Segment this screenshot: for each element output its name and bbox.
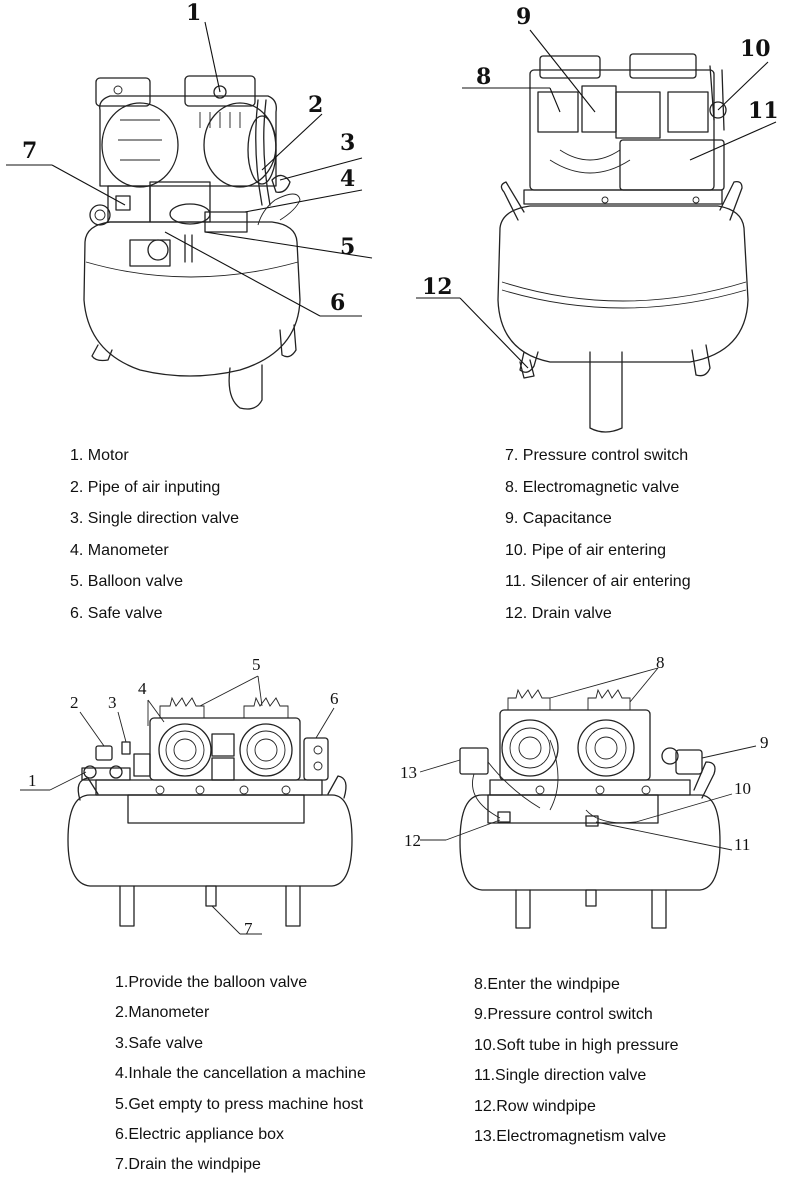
legend-item: 4. Manometer: [70, 541, 169, 559]
legend-item: 9. Capacitance: [505, 510, 612, 528]
legend-item: 10.Soft tube in high pressure: [474, 1036, 679, 1054]
legend-item: 5.Get empty to press machine host: [115, 1095, 364, 1113]
callout-1: 1: [28, 771, 37, 790]
callout-9: 9: [516, 4, 531, 30]
callout-6: 6: [330, 290, 345, 316]
callout-9: 9: [760, 733, 769, 752]
callout-13: 13: [400, 763, 417, 782]
legend-item: 8. Electromagnetic valve: [505, 478, 680, 496]
legend-item: 11. Silencer of air entering: [505, 573, 691, 591]
legend-item: 12. Drain valve: [505, 604, 612, 622]
callout-12: 12: [404, 831, 421, 850]
legend-item: 5. Balloon valve: [70, 573, 183, 591]
callout-lines: [20, 675, 335, 935]
legend-item: 2. Pipe of air inputing: [70, 478, 221, 496]
callout-4: 4: [138, 679, 147, 698]
callout-10: 10: [734, 779, 751, 798]
legend-item: 13.Electromagnetism valve: [474, 1127, 667, 1145]
legend-item: 6.Electric appliance box: [115, 1125, 284, 1143]
callout-10: 10: [740, 36, 771, 62]
compressor-drawing: [67, 696, 353, 927]
legend-item: 1.Provide the balloon valve: [115, 974, 308, 991]
callout-12: 12: [422, 274, 453, 300]
callout-5: 5: [340, 234, 355, 260]
callout-7: 7: [244, 919, 253, 938]
callout-4: 4: [340, 166, 355, 192]
top-left-compressor-diagram: 1 2 3 4 5 6 7: [6, 0, 373, 410]
callout-7: 7: [22, 138, 37, 164]
legend-item: 3. Single direction valve: [70, 510, 239, 528]
legend-item: 3.Safe valve: [115, 1034, 204, 1052]
callout-11: 11: [748, 98, 779, 124]
legend-bottom-right: 8.Enter the windpipe 9.Pressure control …: [474, 970, 679, 1152]
callout-1: 1: [186, 0, 201, 26]
legend-item: 8.Enter the windpipe: [474, 976, 620, 993]
legend-item: 10. Pipe of air entering: [505, 541, 666, 559]
legend-item: 7. Pressure control switch: [505, 447, 689, 464]
legend-item: 12.Row windpipe: [474, 1097, 596, 1115]
callout-2: 2: [70, 693, 79, 712]
legend-bottom-left: 1.Provide the balloon valve 2.Manometer …: [115, 968, 366, 1181]
bottom-right-compressor-diagram: 8 9 10 11 12 13: [400, 653, 769, 929]
legend-item: 6. Safe valve: [70, 604, 163, 622]
legend-item: 7.Drain the windpipe: [115, 1156, 261, 1174]
legend-top-right: 7. Pressure control switch 8. Electromag…: [505, 440, 691, 630]
callout-8: 8: [656, 653, 665, 672]
legend-item: 9.Pressure control switch: [474, 1006, 653, 1024]
callout-8: 8: [476, 64, 491, 90]
callout-6: 6: [330, 689, 339, 708]
callout-lines: [416, 29, 777, 369]
legend-item: 2.Manometer: [115, 1004, 210, 1022]
compressor-drawing: [83, 75, 301, 410]
legend-item: 4.Inhale the cancellation a machine: [115, 1065, 366, 1083]
callout-3: 3: [340, 130, 355, 156]
callout-11: 11: [734, 835, 750, 854]
callout-3: 3: [108, 693, 117, 712]
callout-5: 5: [252, 655, 261, 674]
callout-2: 2: [308, 92, 323, 118]
compressor-drawing: [497, 53, 749, 433]
bottom-left-compressor-diagram: 1 2 3 4 5 6 7: [20, 655, 353, 938]
callout-lines: [6, 21, 373, 317]
legend-top-left: 1. Motor 2. Pipe of air inputing 3. Sing…: [70, 440, 239, 630]
legend-item: 11.Single direction valve: [474, 1067, 647, 1085]
top-right-compressor-diagram: 8 9 10 11 12: [416, 4, 779, 433]
compressor-drawing: [459, 688, 721, 929]
legend-item: 1. Motor: [70, 447, 129, 464]
callout-lines: [419, 667, 757, 851]
